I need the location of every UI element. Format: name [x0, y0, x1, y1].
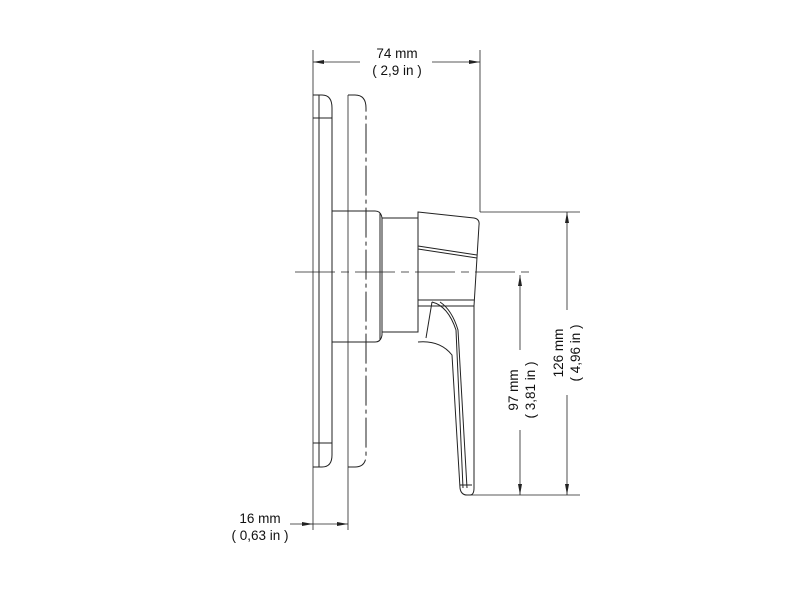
plate-depth-label: 16 mm ( 0,63 in ) [220, 510, 300, 544]
plate-depth-in: ( 0,63 in ) [231, 528, 289, 543]
width-in: ( 2,9 in ) [372, 63, 422, 78]
total-height-label: 126 mm ( 4,96 in ) [550, 311, 586, 395]
lever-length-mm: 97 mm [506, 369, 521, 411]
lever-length-label: 97 mm ( 3,81 in ) [505, 348, 541, 432]
total-height-in: ( 4,96 in ) [568, 324, 583, 382]
total-height-mm: 126 mm [551, 328, 566, 378]
plate-depth-mm: 16 mm [239, 511, 281, 526]
width-dimension-label: 74 mm ( 2,9 in ) [356, 45, 438, 79]
width-mm: 74 mm [376, 46, 418, 61]
lever-length-in: ( 3,81 in ) [523, 361, 538, 419]
